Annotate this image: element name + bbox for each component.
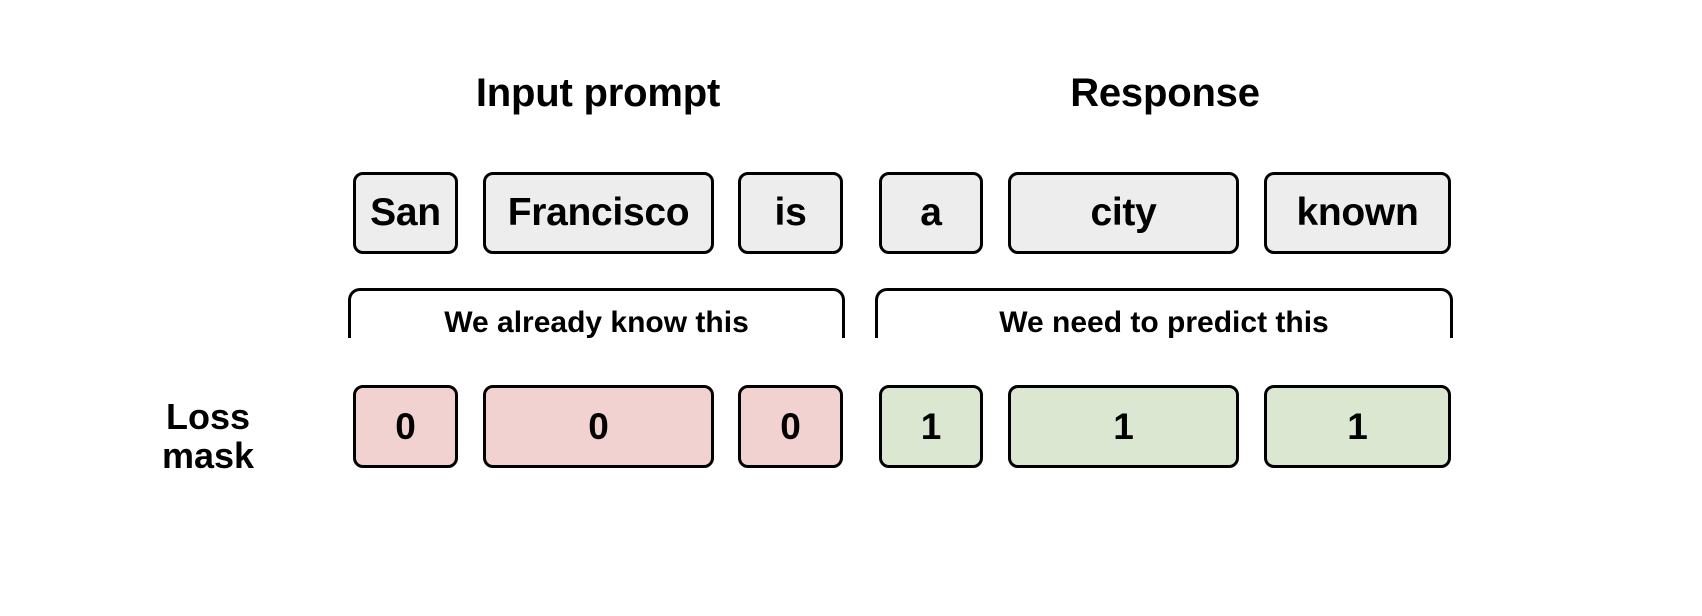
loss-mask-box: 0 [353,385,458,468]
loss-mask-box: 1 [1264,385,1451,468]
response-heading: Response [1070,71,1260,115]
input-prompt-heading: Input prompt [475,71,721,115]
loss-mask-box: 1 [1008,385,1239,468]
bracket-prompt [348,288,845,338]
loss-mask-box: 0 [483,385,714,468]
token-box: a [879,172,983,254]
token-box: city [1008,172,1239,254]
bracket-label-prompt: We already know this [444,306,749,339]
token-box: is [738,172,843,254]
loss-mask-box: 0 [738,385,843,468]
bracket-label-response: We need to predict this [999,306,1329,339]
loss-mask-label-line1: Loss [165,396,251,437]
bracket-response [875,288,1453,338]
loss-mask-row-label: Loss mask [108,396,308,476]
token-box: Francisco [483,172,714,254]
loss-mask-box: 1 [879,385,983,468]
token-box: San [353,172,458,254]
token-box: known [1264,172,1451,254]
loss-mask-label-line2: mask [161,434,255,476]
